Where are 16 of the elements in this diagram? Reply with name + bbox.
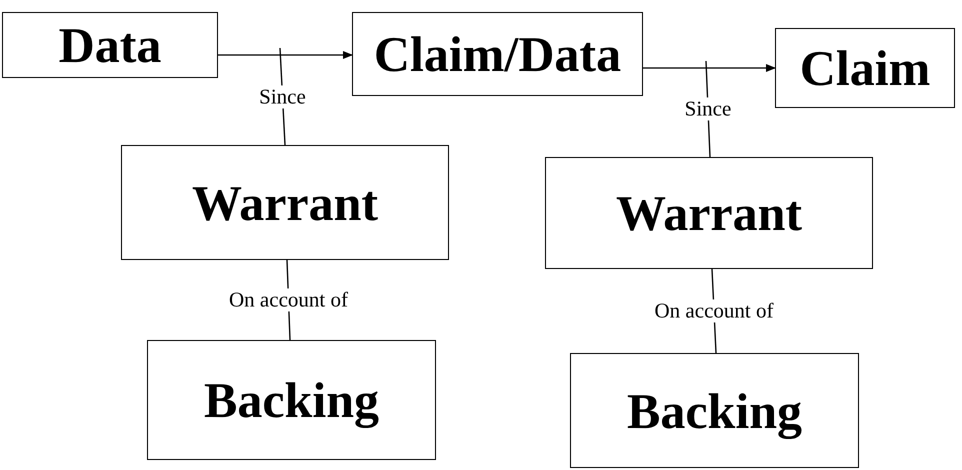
text-box [2, 12, 218, 78]
box-label: Claim [800, 43, 930, 93]
arrow [643, 64, 776, 72]
text-box [775, 28, 955, 108]
edge-label: On account of [652, 299, 776, 323]
text-box [147, 340, 436, 460]
arrow [218, 51, 353, 59]
box-label: Warrant [616, 188, 802, 238]
edge-label: On account of [227, 288, 350, 312]
box-label: Warrant [192, 178, 378, 228]
text-box [121, 145, 449, 260]
box-label: Claim/Data [374, 29, 622, 79]
text-box [570, 353, 859, 468]
box-label: Data [58, 20, 162, 70]
text-box [352, 12, 643, 96]
text-box [545, 157, 873, 269]
